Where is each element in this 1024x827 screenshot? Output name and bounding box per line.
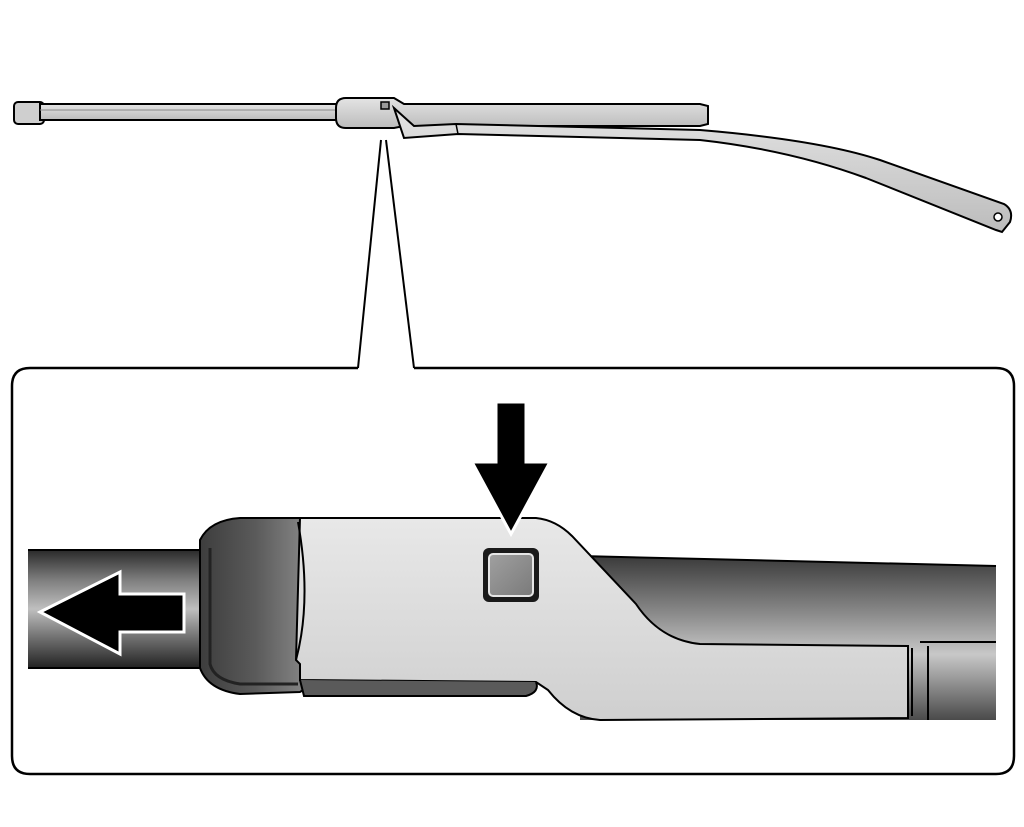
- detail-view-panel: [10, 366, 1016, 776]
- slide-left-arrow-icon: [36, 569, 186, 657]
- release-tab: [483, 548, 539, 602]
- wiper-arm: [391, 104, 1013, 234]
- wiper-blade-rail: [13, 101, 341, 125]
- blade-connector-body: [294, 517, 909, 722]
- detail-callout-leader: [357, 139, 415, 369]
- arm-pivot-hole: [993, 212, 1003, 222]
- push-down-arrow-icon: [469, 400, 553, 538]
- connector-end-cap: [199, 517, 312, 696]
- wiper-assembly-overview: [13, 97, 1013, 234]
- blade-connector-small: [335, 97, 709, 129]
